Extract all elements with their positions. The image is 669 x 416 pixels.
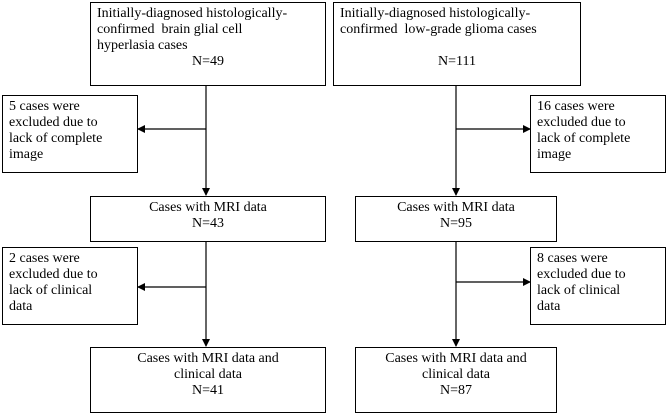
left-initial-line-2: confirmed brain glial cell (97, 22, 243, 37)
left-mri-count: N=43 (191, 216, 224, 231)
right-mri-line-1: Cases with MRI data (397, 200, 515, 215)
left-initial-box: Initially-diagnosed histologically- conf… (90, 2, 326, 86)
right-mri-box: Cases with MRI data N=95 (355, 196, 557, 242)
left-excluded-image-line-2: excluded due to (9, 115, 98, 130)
left-mri-box: Cases with MRI data N=43 (90, 196, 326, 242)
right-excluded-image-box: 16 cases were excluded due to lack of co… (530, 95, 666, 173)
right-excluded-image-line-2: excluded due to (537, 115, 626, 130)
right-excluded-image-line-1: 16 cases were (537, 99, 615, 114)
left-excluded-image-line-1: 5 cases were (9, 99, 80, 114)
right-excluded-clinical-box: 8 cases were excluded due to lack of cli… (530, 247, 666, 325)
left-excluded-image-line-4: image (9, 147, 44, 162)
right-initial-line-2: confirmed low-grade glioma cases (340, 22, 537, 37)
left-excluded-clinical-box: 2 cases were excluded due to lack of cli… (2, 247, 138, 325)
left-mri-line-1: Cases with MRI data (149, 200, 267, 215)
left-excluded-clinical-line-1: 2 cases were (9, 251, 80, 266)
left-excluded-clinical-line-4: data (9, 299, 33, 314)
left-excluded-image-box: 5 cases were excluded due to lack of com… (2, 95, 138, 173)
right-excluded-clinical-line-1: 8 cases were (537, 251, 608, 266)
right-final-box: Cases with MRI data and clinical data N=… (355, 347, 557, 413)
right-initial-line-1: Initially-diagnosed histologically- (340, 6, 531, 21)
right-excluded-clinical-line-3: lack of clinical (537, 283, 621, 298)
right-initial-box: Initially-diagnosed histologically- conf… (333, 2, 581, 86)
left-final-count: N=41 (191, 383, 224, 398)
right-final-line-2: clinical data (421, 367, 491, 382)
right-excluded-clinical-line-4: data (537, 299, 561, 314)
right-mri-count: N=95 (439, 216, 472, 231)
right-excluded-clinical-line-2: excluded due to (537, 267, 626, 282)
left-excluded-image-line-3: lack of complete (9, 131, 103, 146)
right-final-count: N=87 (439, 383, 472, 398)
left-initial-line-3: hyperlasia cases (97, 38, 188, 53)
right-excluded-image-line-4: image (537, 147, 572, 162)
right-initial-spacer (340, 38, 574, 54)
left-excluded-clinical-line-3: lack of clinical (9, 283, 93, 298)
left-initial-line-1: Initially-diagnosed histologically- (97, 6, 288, 21)
left-final-box: Cases with MRI data and clinical data N=… (90, 347, 326, 413)
left-final-line-2: clinical data (173, 367, 243, 382)
right-excluded-image-line-3: lack of complete (537, 131, 631, 146)
left-excluded-clinical-line-2: excluded due to (9, 267, 98, 282)
right-initial-count: N=111 (438, 54, 476, 69)
right-final-line-1: Cases with MRI data and (385, 351, 527, 366)
left-final-line-1: Cases with MRI data and (137, 351, 279, 366)
left-initial-count: N=49 (191, 54, 224, 69)
